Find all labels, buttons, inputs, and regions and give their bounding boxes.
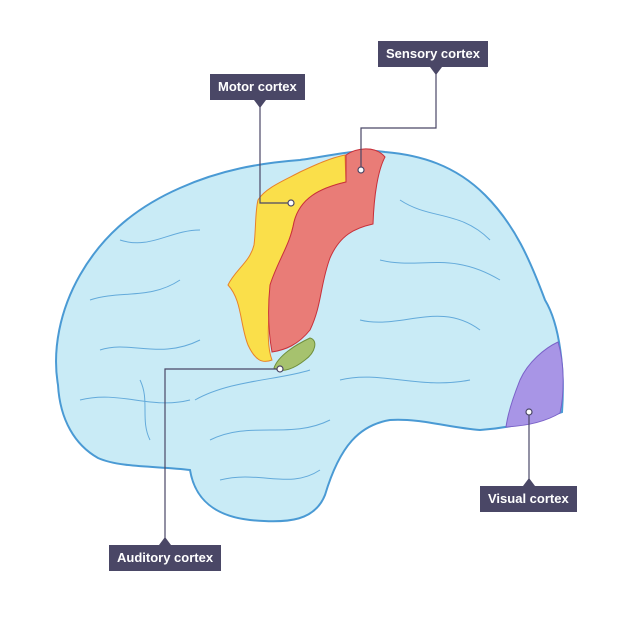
auditory-cortex-region bbox=[273, 337, 316, 371]
pointer-arrows bbox=[159, 67, 535, 545]
motor-cortex-label: Motor cortex bbox=[210, 74, 305, 100]
visual-cortex-region bbox=[505, 341, 564, 428]
sensory-cortex-label: Sensory cortex bbox=[378, 41, 488, 67]
visual-cortex-label: Visual cortex bbox=[480, 486, 577, 512]
pointer-lines bbox=[164, 67, 530, 545]
brain-folds bbox=[79, 199, 501, 481]
motor-cortex-region bbox=[227, 154, 347, 362]
auditory-cortex-label: Auditory cortex bbox=[109, 545, 222, 571]
pointer-dots bbox=[276, 166, 533, 416]
sensory-cortex-region bbox=[268, 148, 386, 353]
